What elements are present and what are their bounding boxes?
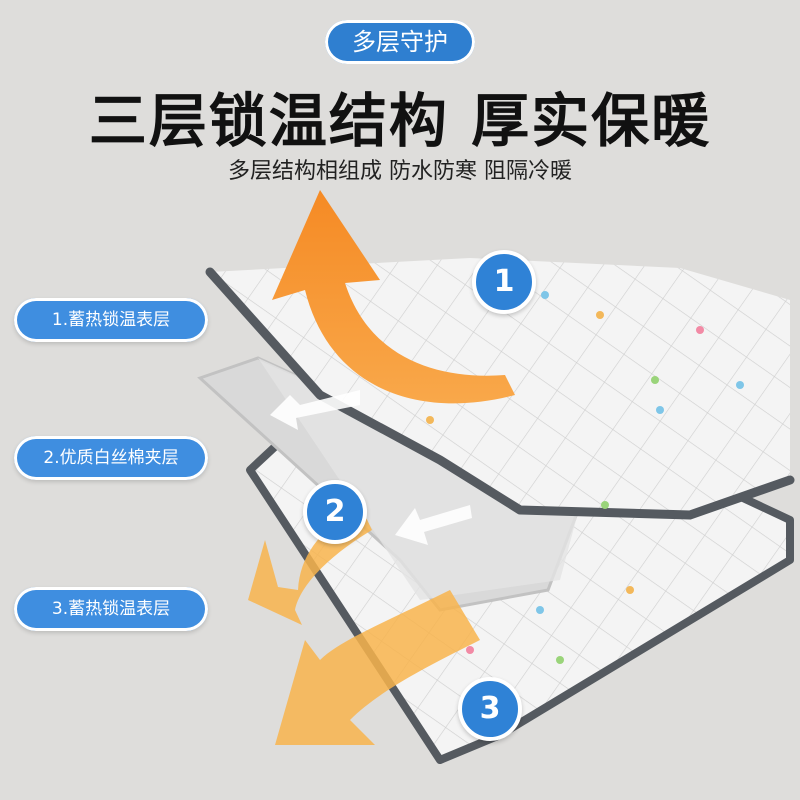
orange-arrow-up [272,190,515,404]
badge: 多层守护 [325,20,475,64]
layer-3-number: 3 [458,677,522,741]
layer-1-number: 1 [472,250,536,314]
layer-1-label: 1.蓄热锁温表层 [14,298,208,342]
orange-arrow-down [275,590,480,745]
fabric-dots [426,291,744,664]
layer-2-number: 2 [303,480,367,544]
white-arrows [270,390,472,545]
layer-2-label: 2.优质白丝棉夹层 [14,436,208,480]
headline: 三层锁温结构 厚实保暖 [88,87,712,155]
layer-3-label: 3.蓄热锁温表层 [14,587,208,631]
subline: 多层结构相组成 防水防寒 阻隔冷暖 [228,159,572,184]
